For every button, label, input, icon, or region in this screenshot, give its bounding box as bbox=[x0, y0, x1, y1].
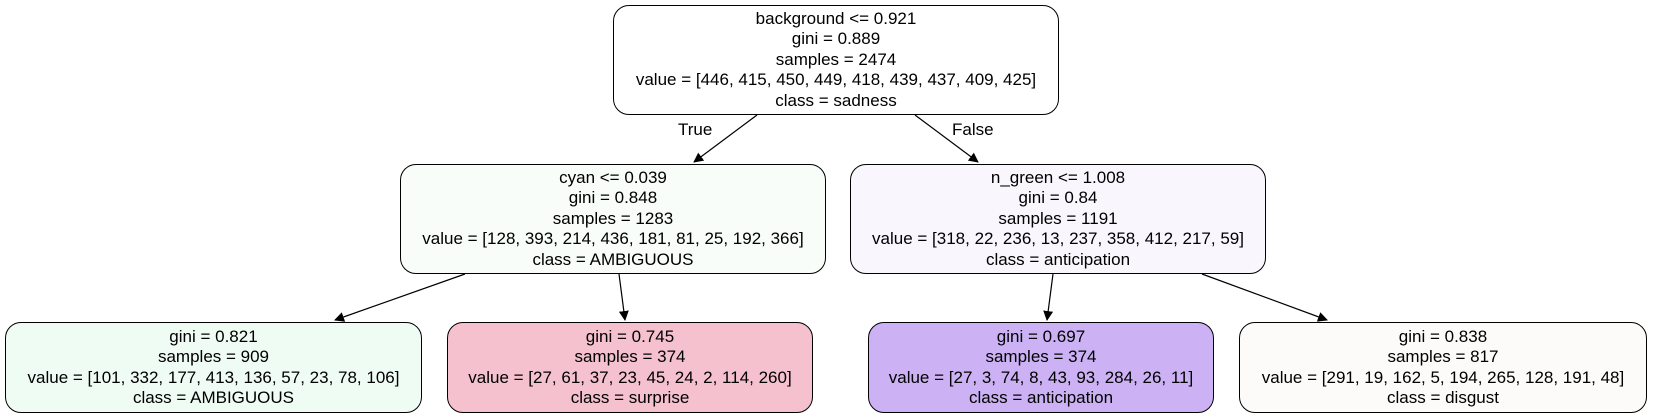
edge-label-true: True bbox=[678, 120, 713, 139]
node-class: class = surprise bbox=[570, 388, 690, 407]
node-value: value = [446, 415, 450, 449, 418, 439, 4… bbox=[635, 70, 1037, 90]
tree-node-left: cyan <= 0.039 gini = 0.848 samples = 128… bbox=[400, 164, 826, 274]
edge-n1-left bbox=[334, 273, 466, 322]
node-gini: gini = 0.838 bbox=[1398, 326, 1488, 346]
tree-leaf: gini = 0.821 samples = 909 value = [101,… bbox=[5, 322, 422, 413]
node-samples: samples = 374 bbox=[985, 347, 1097, 366]
edge-n1-right bbox=[618, 273, 629, 321]
node-split-rule: n_green <= 1.008 bbox=[990, 167, 1126, 187]
node-value: value = [101, 332, 177, 413, 136, 57, 23… bbox=[27, 367, 400, 387]
node-class: class = anticipation bbox=[985, 249, 1131, 269]
node-samples: samples = 909 bbox=[157, 347, 270, 366]
node-gini: gini = 0.848 bbox=[568, 188, 658, 208]
node-split-rule: cyan <= 0.039 bbox=[559, 167, 667, 187]
edge-root-right bbox=[914, 114, 979, 163]
node-class: class = AMBIGUOUS bbox=[132, 388, 295, 407]
node-samples: samples = 1191 bbox=[998, 208, 1118, 228]
tree-leaf: gini = 0.697 samples = 374 value = [27, … bbox=[868, 322, 1214, 413]
node-samples: samples = 817 bbox=[1387, 347, 1499, 366]
edge-n2-right bbox=[1201, 273, 1328, 322]
tree-node-root: background <= 0.921 gini = 0.889 samples… bbox=[613, 5, 1059, 115]
node-gini: gini = 0.821 bbox=[169, 326, 258, 346]
node-value: value = [318, 22, 236, 13, 237, 358, 412… bbox=[872, 229, 1244, 249]
node-class: class = anticipation bbox=[968, 388, 1114, 407]
tree-leaf: gini = 0.838 samples = 817 value = [291,… bbox=[1239, 322, 1647, 413]
node-class: class = sadness bbox=[775, 90, 897, 110]
edge-n2-left bbox=[1043, 273, 1054, 321]
node-samples: samples = 1283 bbox=[552, 208, 674, 228]
node-value: value = [27, 3, 74, 8, 43, 93, 284, 26, … bbox=[888, 367, 1194, 387]
tree-leaf: gini = 0.745 samples = 374 value = [27, … bbox=[447, 322, 813, 413]
node-class: class = AMBIGUOUS bbox=[532, 249, 694, 269]
node-gini: gini = 0.697 bbox=[996, 326, 1086, 346]
node-gini: gini = 0.84 bbox=[1018, 188, 1098, 208]
node-split-rule: background <= 0.921 bbox=[755, 8, 917, 28]
node-value: value = [128, 393, 214, 436, 181, 81, 25… bbox=[422, 229, 804, 249]
node-samples: samples = 2474 bbox=[775, 49, 897, 69]
node-samples: samples = 374 bbox=[574, 347, 686, 366]
node-gini: gini = 0.889 bbox=[791, 29, 881, 49]
node-gini: gini = 0.745 bbox=[585, 326, 675, 346]
node-class: class = disgust bbox=[1387, 388, 1499, 407]
edge-label-false: False bbox=[952, 120, 994, 139]
edge-root-left bbox=[693, 114, 758, 163]
tree-node-right: n_green <= 1.008 gini = 0.84 samples = 1… bbox=[850, 164, 1266, 274]
node-value: value = [27, 61, 37, 23, 45, 24, 2, 114,… bbox=[468, 367, 792, 387]
node-value: value = [291, 19, 162, 5, 194, 265, 128,… bbox=[1261, 367, 1625, 387]
